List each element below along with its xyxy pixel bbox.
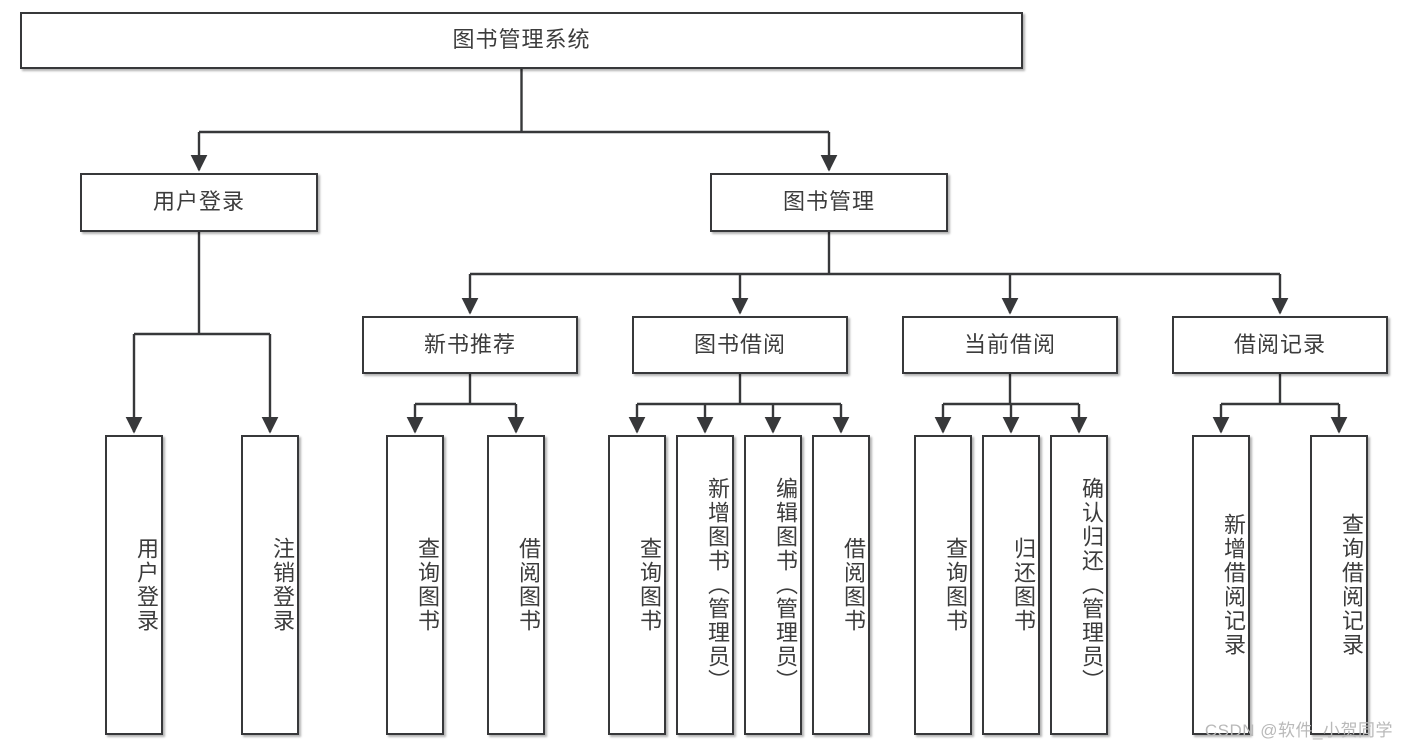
leaf-label: 查询图书 [415, 537, 440, 633]
leaf-user-login[interactable]: 用户登录 [105, 435, 163, 735]
leaf-borrow-book[interactable]: 借阅图书 [812, 435, 870, 735]
leaf-add-book-admin[interactable]: 新增图书（管理员） [676, 435, 734, 735]
node-root[interactable]: 图书管理系统 [20, 12, 1023, 69]
node-user-login[interactable]: 用户登录 [80, 173, 318, 232]
csdn-watermark: CSDN @软件_小贺同学 [1204, 721, 1393, 740]
leaf-label: 借阅图书 [841, 537, 866, 633]
leaf-edit-book-admin[interactable]: 编辑图书（管理员） [744, 435, 802, 735]
leaf-label: 编辑图书（管理员） [773, 477, 798, 693]
leaf-label: 确认归还（管理员） [1079, 477, 1104, 693]
leaf-label: 新增借阅记录 [1221, 513, 1246, 657]
leaf-label: 注销登录 [270, 537, 295, 633]
leaf-label: 查询借阅记录 [1339, 513, 1364, 657]
node-new-book-recommend[interactable]: 新书推荐 [362, 316, 578, 374]
leaf-label: 用户登录 [134, 537, 159, 633]
leaf-query-borrow-record[interactable]: 查询借阅记录 [1310, 435, 1368, 735]
leaf-return-book[interactable]: 归还图书 [982, 435, 1040, 735]
leaf-confirm-return-admin[interactable]: 确认归还（管理员） [1050, 435, 1108, 735]
leaf-query-book-borrow[interactable]: 查询图书 [608, 435, 666, 735]
node-current-borrow[interactable]: 当前借阅 [902, 316, 1118, 374]
leaf-label: 归还图书 [1011, 537, 1036, 633]
leaf-add-borrow-record[interactable]: 新增借阅记录 [1192, 435, 1250, 735]
node-book-borrow[interactable]: 图书借阅 [632, 316, 848, 374]
node-book-management[interactable]: 图书管理 [710, 173, 948, 232]
leaf-borrow-book-newbook[interactable]: 借阅图书 [487, 435, 545, 735]
leaf-query-book-current[interactable]: 查询图书 [914, 435, 972, 735]
leaf-label: 新增图书（管理员） [705, 477, 730, 693]
leaf-label: 查询图书 [943, 537, 968, 633]
leaf-label: 借阅图书 [516, 537, 541, 633]
node-borrow-record[interactable]: 借阅记录 [1172, 316, 1388, 374]
leaf-query-book-newbook[interactable]: 查询图书 [386, 435, 444, 735]
leaf-logout[interactable]: 注销登录 [241, 435, 299, 735]
leaf-label: 查询图书 [637, 537, 662, 633]
